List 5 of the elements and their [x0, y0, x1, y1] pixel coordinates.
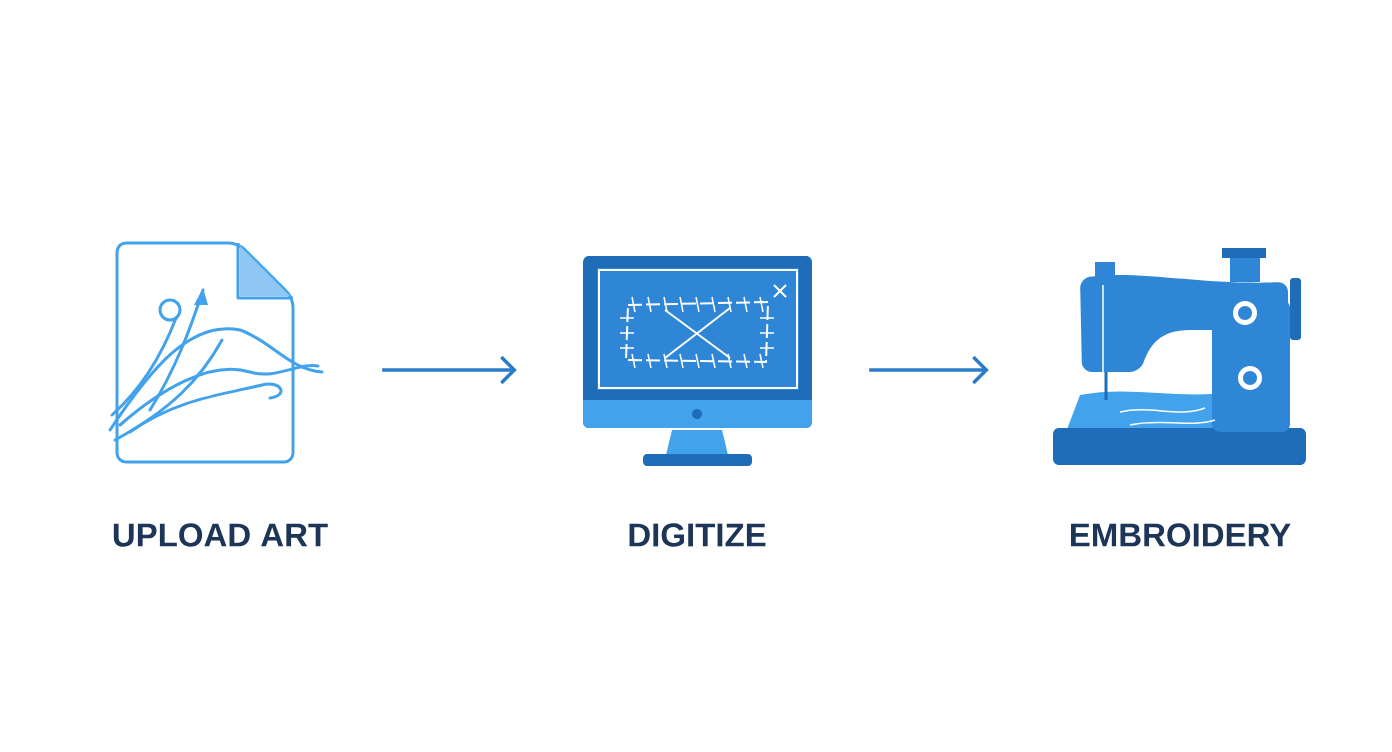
arrow	[382, 355, 517, 385]
step-label: DIGITIZE	[629, 523, 766, 547]
step-label: EMBROIDERY	[1071, 523, 1291, 547]
arrow	[869, 355, 989, 385]
step-label: UPLOAD ART	[113, 523, 328, 547]
